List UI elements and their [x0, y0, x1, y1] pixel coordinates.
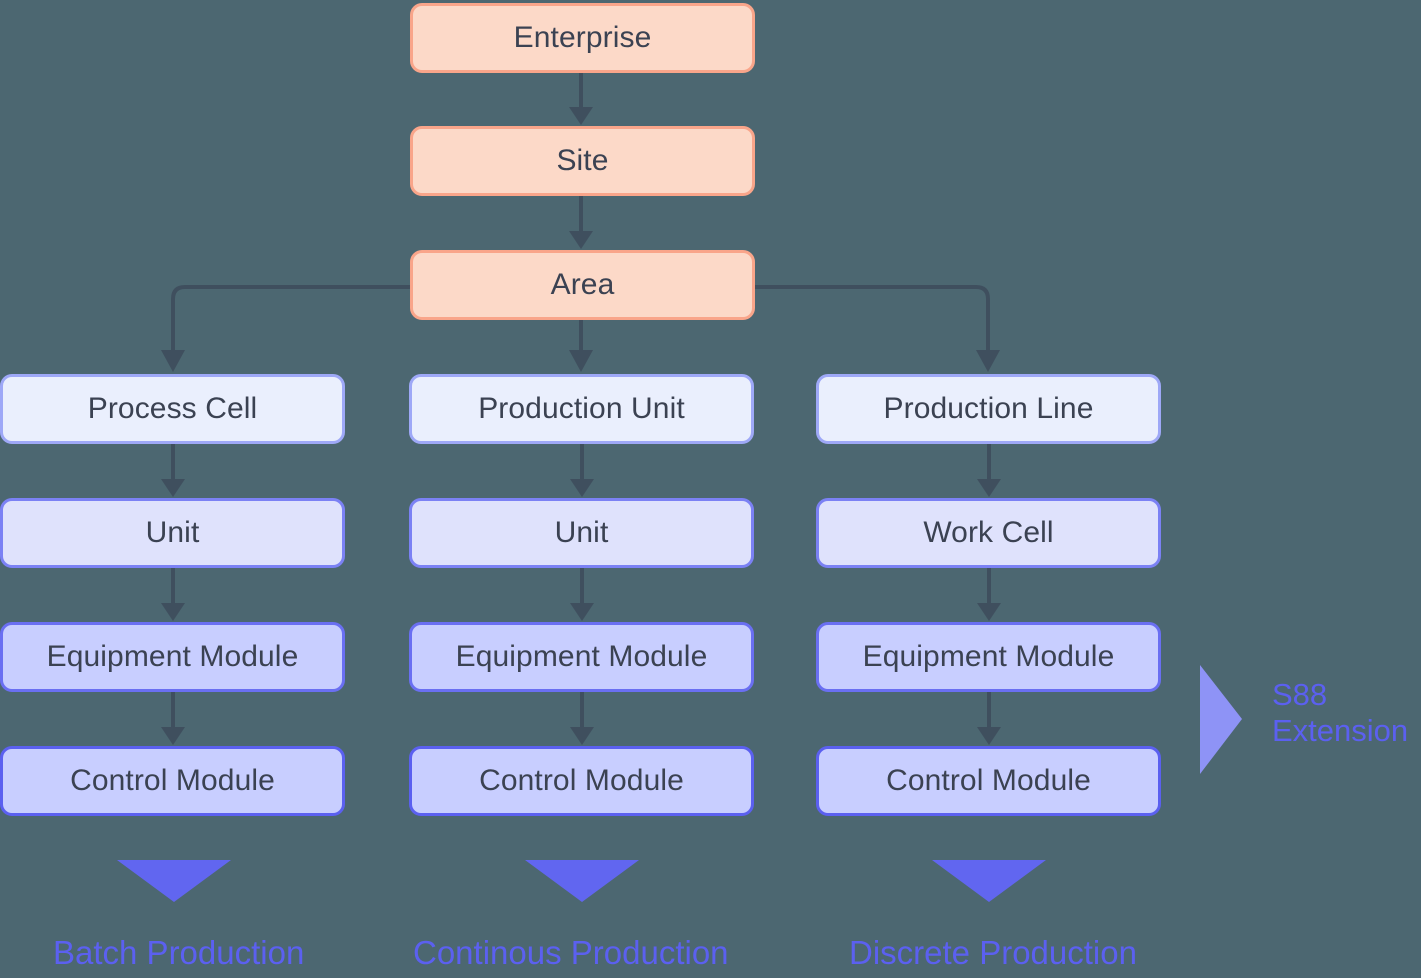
- outcome-label-discrete: Discrete Production: [849, 934, 1137, 971]
- outcome-label-batch: Batch Production: [53, 934, 305, 971]
- node-production-line-label: Production Line: [883, 392, 1094, 425]
- connector-c2-2-to-3: [564, 568, 600, 622]
- connector-c3-1-to-2: [971, 444, 1007, 498]
- connector-site-to-area: [563, 196, 599, 250]
- node-control-module-discrete-label: Control Module: [886, 764, 1091, 797]
- node-process-cell[interactable]: Process Cell: [0, 374, 345, 444]
- node-control-module-continuous-label: Control Module: [479, 764, 684, 797]
- s88-extension-label: S88 Extension: [1272, 677, 1408, 750]
- node-area[interactable]: Area: [410, 250, 755, 320]
- connector-c3-3-to-4: [971, 692, 1007, 746]
- node-unit-continuous-label: Unit: [554, 516, 609, 549]
- connector-c1-1-to-2: [155, 444, 191, 498]
- outcome-arrow-batch: [115, 858, 233, 903]
- node-process-cell-label: Process Cell: [87, 392, 258, 425]
- outcome-arrow-continuous: [523, 858, 641, 903]
- connector-c1-3-to-4: [155, 692, 191, 746]
- node-work-cell-label: Work Cell: [923, 516, 1054, 549]
- node-site-label: Site: [556, 144, 609, 177]
- node-control-module-batch-label: Control Module: [70, 764, 275, 797]
- node-unit-batch-label: Unit: [145, 516, 200, 549]
- node-equipment-module-discrete-label: Equipment Module: [862, 640, 1115, 673]
- node-enterprise[interactable]: Enterprise: [410, 3, 755, 73]
- node-unit-batch[interactable]: Unit: [0, 498, 345, 568]
- s88-extension-arrow-icon: [1198, 663, 1244, 776]
- node-work-cell[interactable]: Work Cell: [816, 498, 1161, 568]
- node-control-module-batch[interactable]: Control Module: [0, 746, 345, 816]
- node-equipment-module-batch-label: Equipment Module: [46, 640, 299, 673]
- node-enterprise-label: Enterprise: [513, 21, 652, 54]
- node-equipment-module-continuous-label: Equipment Module: [455, 640, 708, 673]
- node-unit-continuous[interactable]: Unit: [409, 498, 754, 568]
- node-area-label: Area: [550, 268, 615, 301]
- node-production-unit-label: Production Unit: [478, 392, 685, 425]
- connector-c2-1-to-2: [564, 444, 600, 498]
- outcome-arrow-discrete: [930, 858, 1048, 903]
- node-control-module-discrete[interactable]: Control Module: [816, 746, 1161, 816]
- node-equipment-module-batch[interactable]: Equipment Module: [0, 622, 345, 692]
- connector-area-to-branches: [160, 284, 1010, 374]
- node-control-module-continuous[interactable]: Control Module: [409, 746, 754, 816]
- node-equipment-module-continuous[interactable]: Equipment Module: [409, 622, 754, 692]
- s88-extension-line2: Extension: [1272, 713, 1409, 749]
- connector-enterprise-to-site: [563, 73, 599, 126]
- node-production-unit[interactable]: Production Unit: [409, 374, 754, 444]
- connector-c3-2-to-3: [971, 568, 1007, 622]
- outcome-label-continuous: Continous Production: [413, 934, 729, 971]
- connector-c2-3-to-4: [564, 692, 600, 746]
- node-equipment-module-discrete[interactable]: Equipment Module: [816, 622, 1161, 692]
- node-site[interactable]: Site: [410, 126, 755, 196]
- node-production-line[interactable]: Production Line: [816, 374, 1161, 444]
- connector-c1-2-to-3: [155, 568, 191, 622]
- s88-extension-line1: S88: [1272, 677, 1328, 712]
